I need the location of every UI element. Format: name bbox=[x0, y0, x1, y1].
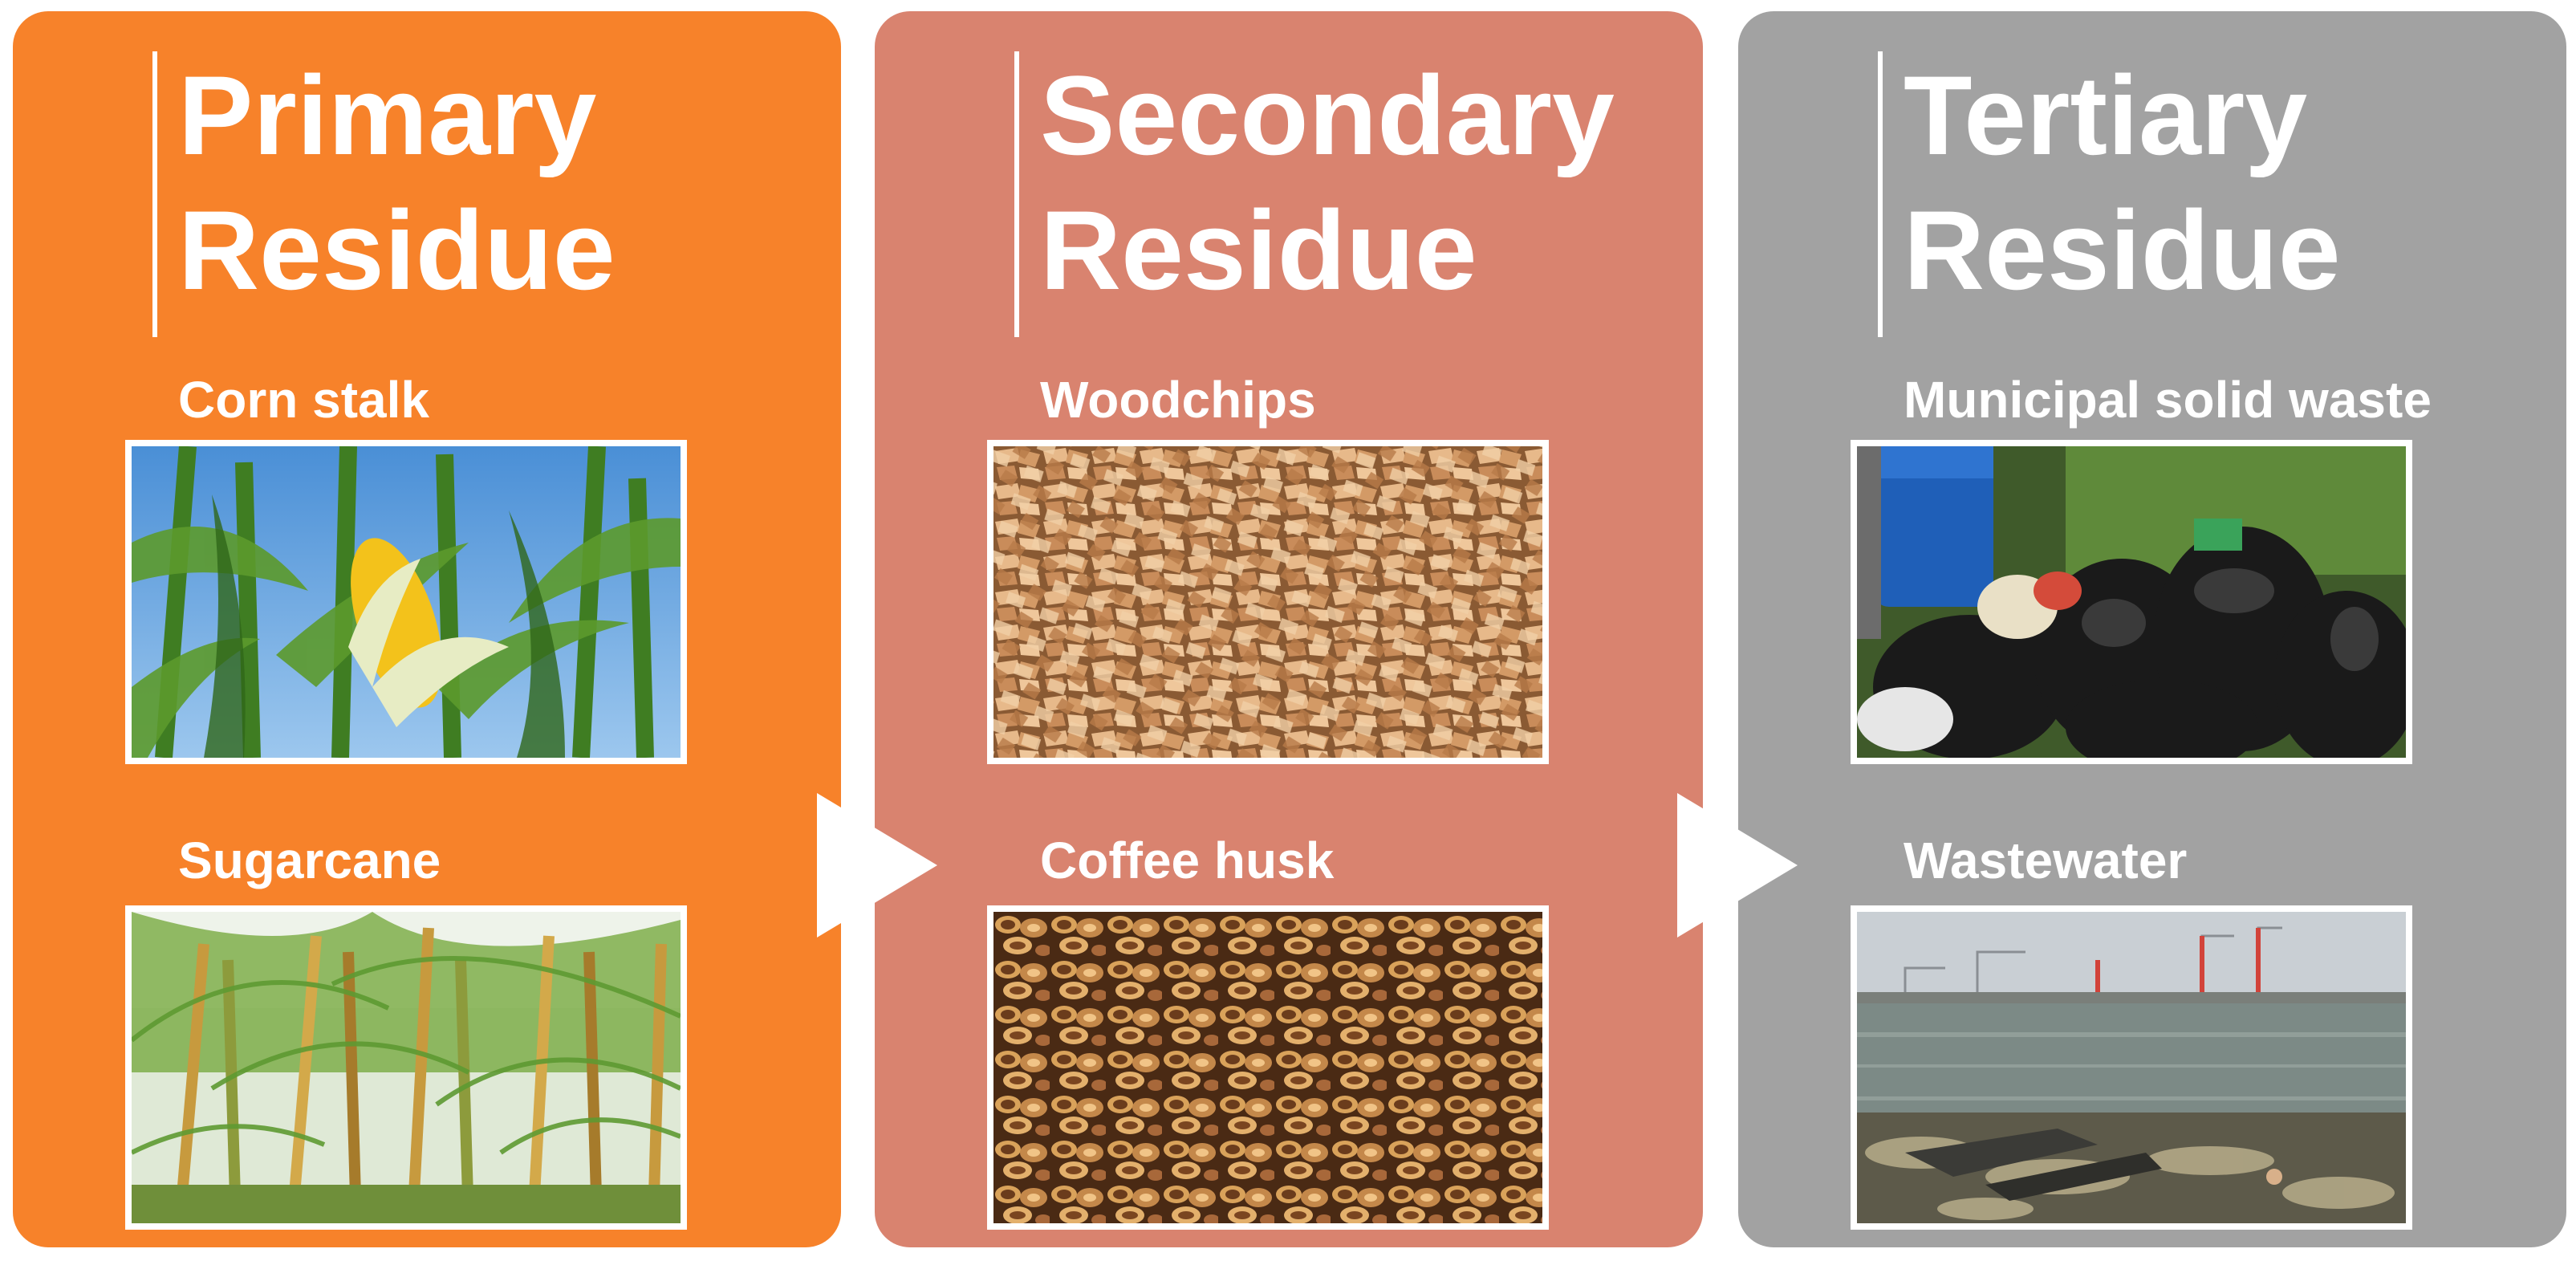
corn-stalk-photo bbox=[125, 440, 687, 764]
arrow-right-icon bbox=[817, 793, 937, 938]
item-label-corn-stalk: Corn stalk bbox=[178, 371, 429, 429]
wastewater-photo bbox=[1851, 905, 2412, 1230]
panel-title: Secondary Residue bbox=[1040, 48, 1615, 318]
title-divider bbox=[152, 51, 157, 337]
primary-residue-panel: Primary Residue Corn stalk bbox=[13, 11, 841, 1247]
item-label-municipal-solid-waste: Municipal solid waste bbox=[1904, 371, 2432, 429]
panel-title-line2: Residue bbox=[1040, 187, 1477, 313]
item-label-sugarcane: Sugarcane bbox=[178, 832, 441, 889]
panel-title-line1: Primary bbox=[178, 52, 597, 178]
panel-title-line2: Residue bbox=[1904, 187, 2341, 313]
municipal-solid-waste-photo bbox=[1851, 440, 2412, 764]
title-divider bbox=[1878, 51, 1883, 337]
tertiary-residue-panel: Tertiary Residue Municipal solid waste bbox=[1738, 11, 2566, 1247]
panel-title: Tertiary Residue bbox=[1904, 48, 2341, 318]
panel-title-line1: Secondary bbox=[1040, 52, 1615, 178]
item-label-coffee-husk: Coffee husk bbox=[1040, 832, 1335, 889]
title-divider bbox=[1014, 51, 1019, 337]
item-label-wastewater: Wastewater bbox=[1904, 832, 2188, 889]
coffee-husk-photo bbox=[987, 905, 1549, 1230]
woodchips-photo bbox=[987, 440, 1549, 764]
secondary-residue-panel: Secondary Residue Woodchips Co bbox=[875, 11, 1703, 1247]
panel-title-line1: Tertiary bbox=[1904, 52, 2308, 178]
sugarcane-photo bbox=[125, 905, 687, 1230]
arrow-right-icon bbox=[1677, 793, 1798, 938]
panel-title: Primary Residue bbox=[178, 48, 616, 318]
panel-title-line2: Residue bbox=[178, 187, 616, 313]
item-label-woodchips: Woodchips bbox=[1040, 371, 1316, 429]
